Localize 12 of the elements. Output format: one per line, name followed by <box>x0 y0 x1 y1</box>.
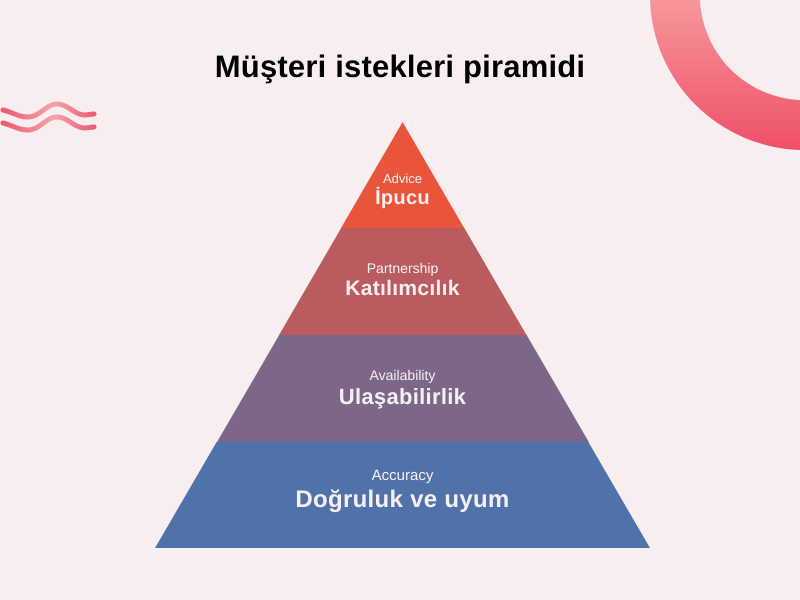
tier-title: Ulaşabilirlik <box>338 384 466 410</box>
tier-subtitle: Availability <box>370 366 436 384</box>
diagram-title: Müşteri istekleri piramidi <box>214 49 586 84</box>
pyramid-tier <box>216 335 588 442</box>
pyramid-tier <box>278 228 526 335</box>
pyramid-tier <box>155 442 650 548</box>
tier-title: Doğruluk ve uyum <box>295 486 510 514</box>
tier-title: Katılımcılık <box>345 277 460 302</box>
tier-subtitle: Partnership <box>366 260 438 276</box>
tier-subtitle: Advice <box>382 172 422 186</box>
tier-title: İpucu <box>375 187 430 210</box>
tier-subtitle: Accuracy <box>372 467 434 485</box>
